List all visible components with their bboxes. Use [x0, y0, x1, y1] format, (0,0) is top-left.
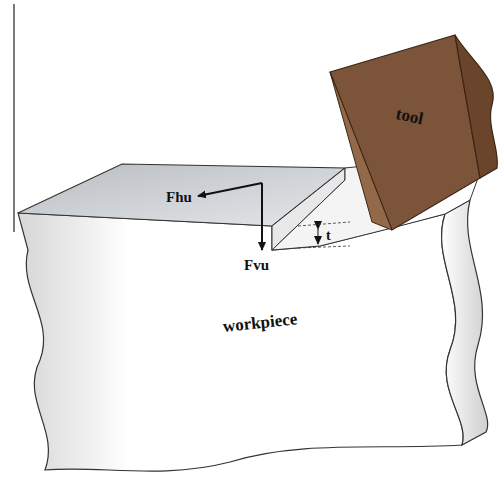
- frame-line: [13, 4, 14, 232]
- force-arrow-h: [198, 183, 262, 196]
- workpiece-front: [18, 213, 463, 471]
- tool-rake-face: [330, 72, 392, 230]
- force-arrow-v: [261, 183, 263, 250]
- force-label: Fhu: [166, 190, 192, 205]
- dimension-label: t: [326, 229, 331, 243]
- depth-dimension: [318, 229, 319, 244]
- tool-face: [330, 35, 480, 230]
- workpiece-side: [442, 200, 488, 445]
- dim-ext: [298, 222, 350, 226]
- dim-ext: [298, 246, 350, 248]
- force-label: Fvu: [244, 258, 269, 273]
- tool-side: [455, 35, 497, 178]
